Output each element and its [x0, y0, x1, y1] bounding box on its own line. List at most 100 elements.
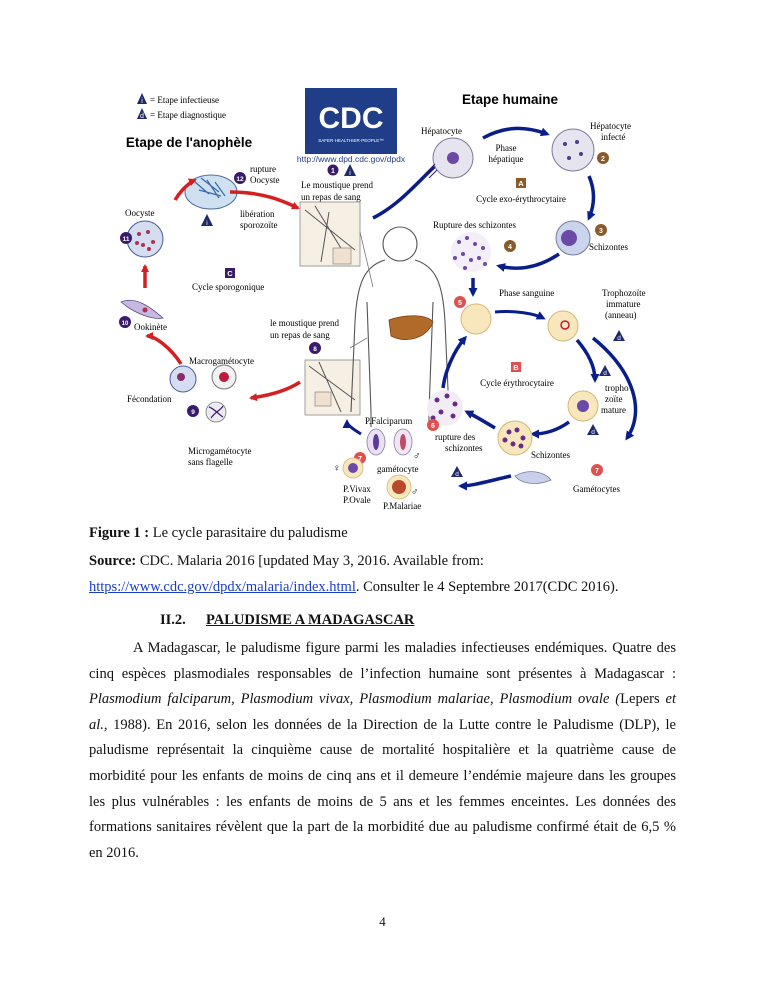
svg-text:B: B — [513, 363, 519, 372]
svg-text:10: 10 — [122, 321, 129, 327]
step-2-marker: 2 — [597, 152, 609, 164]
step-6-marker: 6 — [427, 419, 439, 431]
svg-text:1: 1 — [331, 168, 335, 175]
immature-trophozoite-label-2: immature — [606, 299, 641, 309]
fecondation-label: Fécondation — [127, 394, 172, 404]
mature-trophozoite-label-3: mature — [601, 405, 626, 415]
immature-trophozoite-cell — [548, 311, 578, 341]
svg-text:12: 12 — [236, 176, 244, 183]
red-blood-cell-merozoite — [461, 304, 491, 334]
ruptured-schizont-image — [451, 232, 491, 272]
exo-erythrocytic-cycle-label: Cycle exo-érythrocytaire — [476, 194, 566, 204]
svg-text:A: A — [518, 179, 524, 188]
source-link[interactable]: https://www.cdc.gov/dpdx/malaria/index.h… — [89, 579, 356, 595]
species-list: Plasmodium falciparum, Plasmodium vivax,… — [89, 691, 620, 707]
schizont-rupture-label: Rupture des schizontes — [433, 220, 516, 230]
step-4-marker: 4 — [504, 240, 516, 252]
page-number: 4 — [0, 914, 765, 930]
svg-text:11: 11 — [123, 236, 130, 243]
mosquito-stage-title: Etape de l'anophèle — [126, 135, 253, 150]
infected-hepatocyte-label-2: infecté — [601, 132, 625, 142]
erythrocytic-cycle-label: Cycle érythrocytaire — [480, 378, 554, 388]
paragraph-body: 1988). En 2016, selon les données de la … — [89, 717, 676, 861]
svg-text:SAFER·HEALTHIER·PEOPLE™: SAFER·HEALTHIER·PEOPLE™ — [318, 138, 383, 143]
liberation-label-2: sporozoïte — [240, 220, 278, 230]
step-1-marker: 1 i — [328, 164, 357, 177]
rupture-oocyst-label-2: Oocyste — [250, 175, 280, 185]
human-stage-title: Etape humaine — [462, 92, 559, 107]
step-12-marker: 12 — [234, 172, 246, 184]
liver-schizontes-label: Schizontes — [589, 242, 628, 252]
svg-text:CDC: CDC — [319, 102, 384, 135]
step-8-marker: 8 — [309, 342, 321, 354]
gametocyte-label: gamétocyte — [377, 464, 418, 474]
body-paragraph: A Madagascar, le paludisme figure parmi … — [89, 636, 676, 866]
hepatocyte-label: Hépatocyte — [421, 126, 462, 136]
liver-image — [389, 316, 433, 340]
malariae-label: P.Malariae — [383, 501, 421, 510]
gametocytes-label: Gamétocytes — [573, 484, 620, 494]
source-text: CDC. Malaria 2016 [updated May 3, 2016. … — [136, 553, 484, 569]
legend-diagnostic-label: = Etape diagnostique — [150, 110, 226, 120]
paragraph-intro: A Madagascar, le paludisme figure parmi … — [89, 640, 676, 682]
figure-caption-label: Figure 1 : — [89, 525, 149, 541]
diagnostic-icon-schizont: d — [587, 424, 599, 436]
step-5-marker: 5 — [454, 296, 466, 308]
svg-text:i: i — [206, 220, 207, 227]
infected-hepatocyte-label-1: Hépatocyte — [590, 121, 631, 131]
blood-rupture-label-1: rupture des — [435, 432, 476, 442]
step-3-marker: 3 — [595, 224, 607, 236]
blood-meal-2-label-2: un repas de sang — [270, 330, 330, 340]
blood-meal-1-label-1: Le moustique prend — [301, 180, 373, 190]
blood-schizont-cell — [498, 421, 532, 455]
immature-trophozoite-label-1: Trophozoïte — [602, 288, 646, 298]
ookinete-cell — [121, 300, 163, 318]
figure-caption-text: Le cycle parasitaire du paludisme — [149, 525, 347, 541]
male-symbol-1: ♂ — [413, 451, 421, 462]
blood-phase-label: Phase sanguine — [499, 288, 554, 298]
oocyst-cell — [127, 221, 163, 257]
ookinete-label: Ookinète — [134, 322, 167, 332]
diagnostic-stage-legend-icon: d — [137, 108, 147, 120]
svg-text:d: d — [617, 335, 621, 342]
svg-text:d: d — [603, 370, 607, 377]
mosquito-bite-image-1 — [300, 202, 360, 266]
svg-text:3: 3 — [599, 228, 603, 235]
svg-text:7: 7 — [595, 468, 599, 475]
hepatic-phase-label-1: Phase — [496, 143, 517, 153]
svg-text:2: 2 — [601, 156, 605, 163]
macrogametocyte-label: Macrogamétocyte — [189, 356, 254, 366]
svg-text:9: 9 — [191, 409, 195, 416]
hepatic-phase-label-2: hépatique — [489, 154, 524, 164]
gametocyte-cell — [515, 472, 551, 484]
falciparum-label: P.Falciparum — [365, 416, 412, 426]
legend: i = Etape infectieuse d = Etape diagnost… — [137, 93, 226, 120]
svg-text:C: C — [227, 269, 233, 278]
section-title: PALUDISME A MADAGASCAR — [206, 612, 414, 628]
diagnostic-icon-gametocyte: d — [451, 466, 463, 478]
infected-hepatocyte-cell — [552, 129, 594, 171]
microgametocyte-label-2: sans flagelle — [188, 457, 233, 467]
immature-trophozoite-label-3: (anneau) — [605, 310, 636, 320]
life-cycle-diagram: i = Etape infectieuse d = Etape diagnost… — [115, 82, 655, 510]
svg-text:4: 4 — [508, 244, 512, 251]
infective-icon-sporozoite: i — [201, 214, 213, 227]
svg-text:d: d — [140, 113, 144, 120]
cycle-a-marker: A — [516, 178, 526, 188]
source-consulted-text: . Consulter le 4 Septembre 2017(CDC 2016… — [356, 579, 619, 595]
blood-meal-1-label-2: un repas de sang — [301, 192, 361, 202]
rupture-oocyst-label-1: rupture — [250, 164, 276, 174]
svg-text:8: 8 — [313, 346, 317, 353]
liver-stage: Hépatocyte Phase hépatique Hépatocyte in… — [373, 121, 631, 272]
malaria-life-cycle-figure: i = Etape infectieuse d = Etape diagnost… — [115, 82, 655, 510]
svg-text:6: 6 — [431, 423, 435, 430]
section-heading: II.2.PALUDISME A MADAGASCAR — [160, 612, 414, 629]
step-7-marker-right: 7 — [591, 464, 603, 476]
infective-stage-legend-icon: i — [137, 93, 147, 105]
step-9-marker: 9 — [187, 405, 199, 417]
blood-rupture-label-2: schizontes — [445, 443, 483, 453]
female-symbol: ♀ — [333, 463, 341, 474]
source-label: Source: — [89, 553, 136, 569]
figure-caption: Figure 1 : Le cycle parasitaire du palud… — [89, 524, 348, 542]
